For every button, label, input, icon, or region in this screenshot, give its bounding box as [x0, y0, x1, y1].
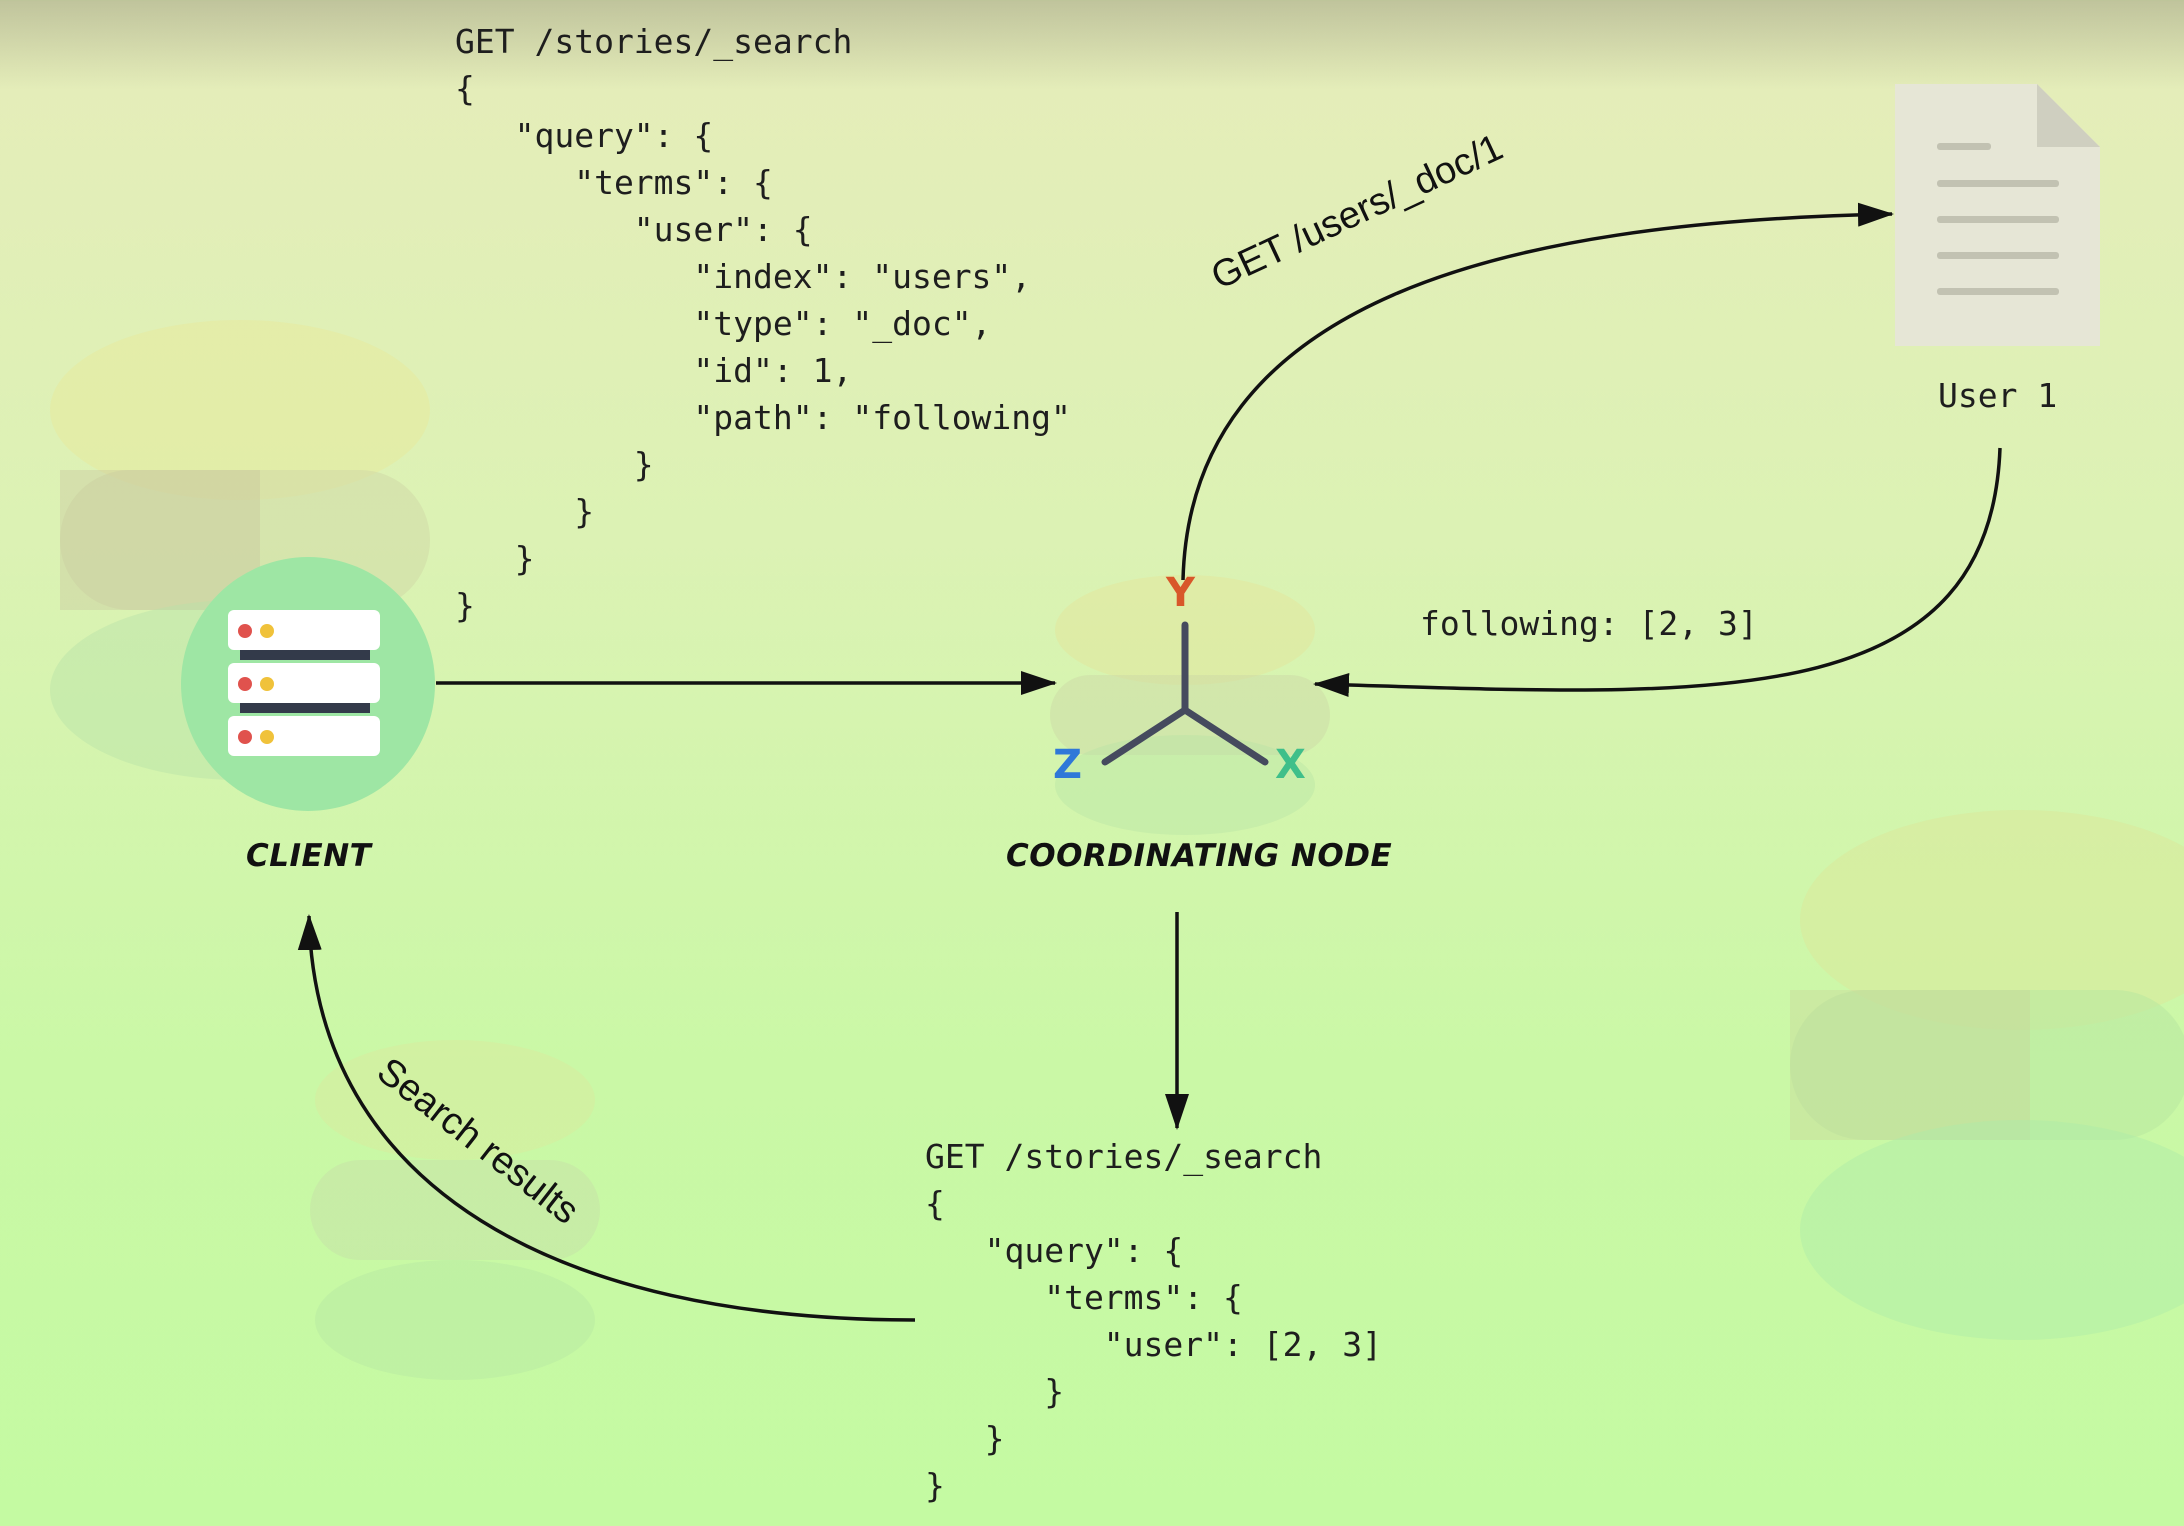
- code-line: GET /stories/_search: [455, 22, 853, 61]
- client-server-icon: [181, 557, 435, 811]
- code-line: "id": 1,: [455, 351, 853, 390]
- background-logo-right: [1790, 810, 2184, 1340]
- code-line: "path": "following": [455, 398, 1071, 437]
- code-line: }: [455, 445, 654, 484]
- code-line: }: [925, 1372, 1065, 1411]
- code-line: "user": [2, 3]: [925, 1325, 1382, 1364]
- code-line: }: [455, 539, 535, 578]
- code-block-top: GET /stories/_search { "query": { "terms…: [455, 18, 1071, 629]
- code-line: "terms": {: [455, 163, 773, 202]
- code-line: GET /stories/_search: [925, 1137, 1323, 1176]
- arrow-node-to-user: [1181, 202, 1894, 581]
- user-document-label: User 1: [1938, 376, 2058, 415]
- code-line: "type": "_doc",: [455, 304, 992, 343]
- background-logo-bottom-left: [310, 1040, 600, 1380]
- code-line: {: [455, 69, 475, 108]
- following-result-label: following: [2, 3]: [1420, 604, 1758, 643]
- code-line: "query": {: [925, 1231, 1184, 1270]
- axis-z-label: Z: [1053, 742, 1083, 788]
- code-line: {: [925, 1184, 945, 1223]
- arrow-search-to-client: [297, 914, 916, 1322]
- axis-x-label: X: [1275, 742, 1306, 788]
- coordinating-node-label: COORDINATING NODE: [1006, 838, 1393, 874]
- top-shade: [0, 0, 2184, 90]
- axis-y-label: Y: [1166, 570, 1195, 616]
- client-label: CLIENT: [246, 838, 372, 874]
- code-line: }: [455, 492, 595, 531]
- code-line: }: [455, 586, 475, 625]
- user-document-icon: [1895, 84, 2100, 346]
- code-line: "query": {: [455, 116, 714, 155]
- code-line: }: [925, 1466, 945, 1505]
- background-logo-center: [1050, 575, 1330, 835]
- code-line: }: [925, 1419, 1005, 1458]
- code-line: "user": {: [455, 210, 813, 249]
- arrow-user-to-node: [1313, 447, 2002, 697]
- code-line: "index": "users",: [455, 257, 1032, 296]
- coordinating-node-axes-icon: Y Z X: [1050, 570, 1320, 800]
- code-block-bottom: GET /stories/_search { "query": { "terms…: [925, 1133, 1382, 1509]
- code-line: "terms": {: [925, 1278, 1243, 1317]
